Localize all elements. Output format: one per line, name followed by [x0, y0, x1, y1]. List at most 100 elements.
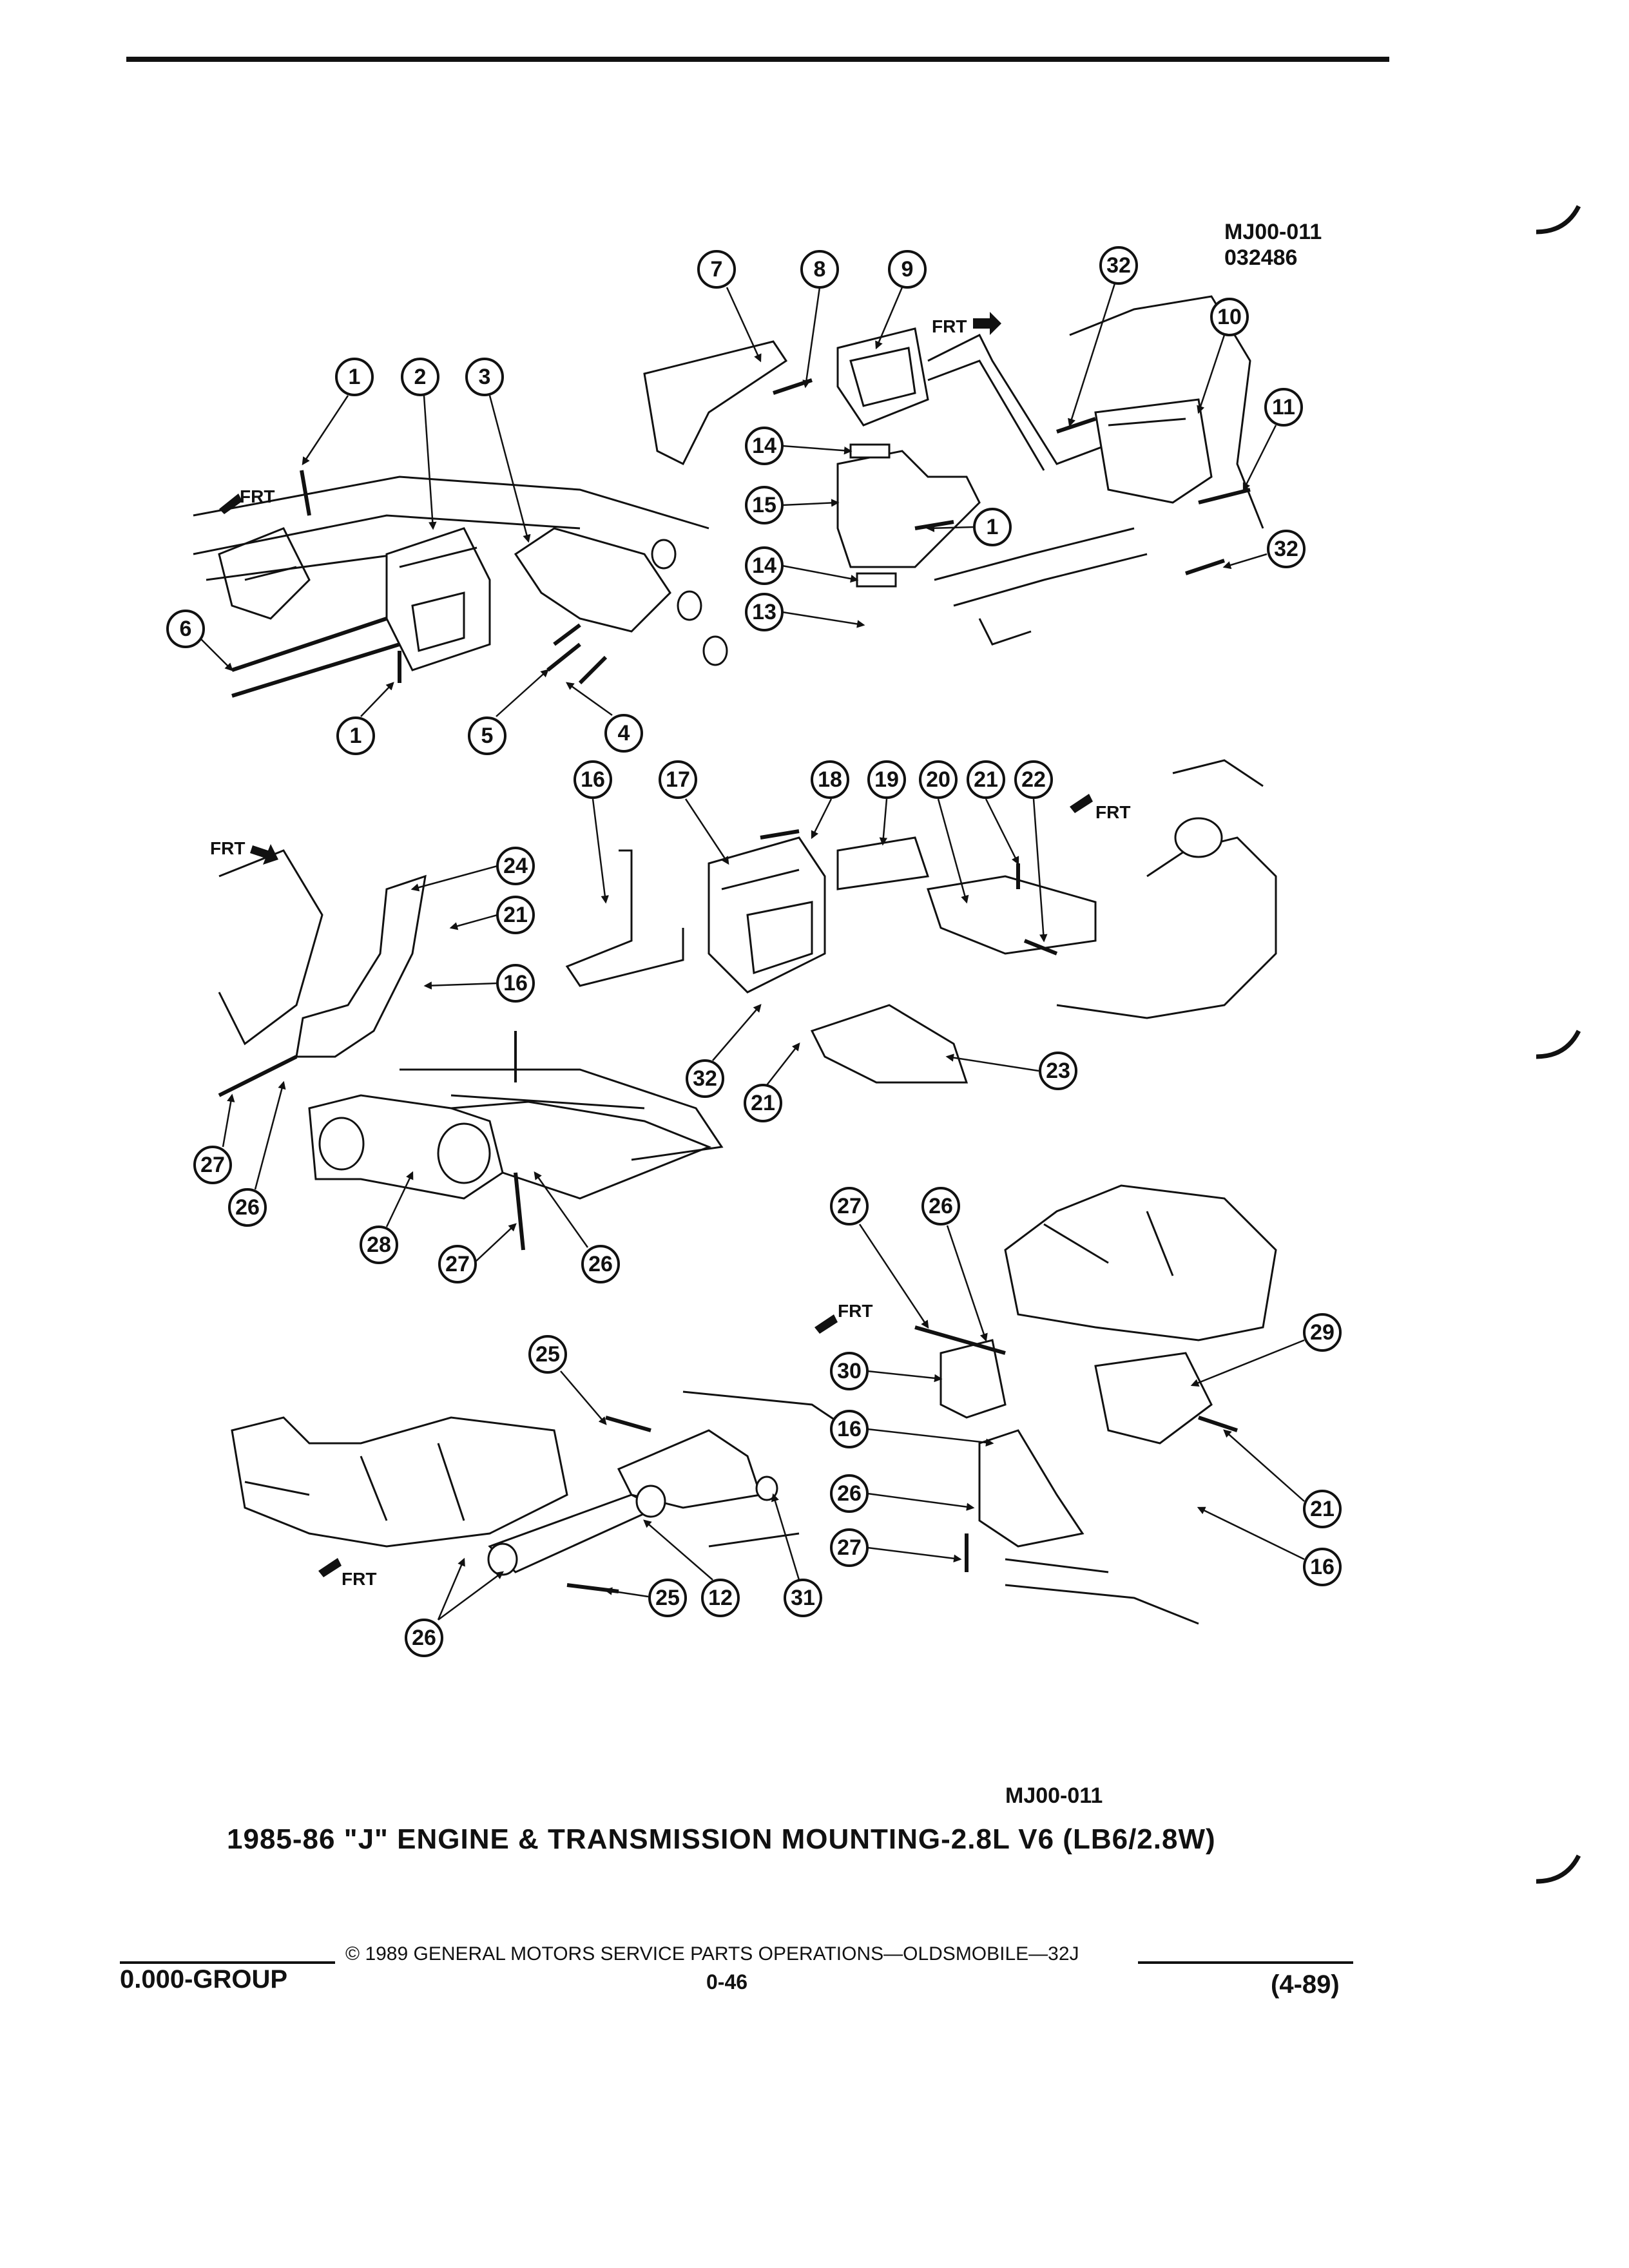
bushing	[635, 1485, 666, 1518]
svg-text:4: 4	[618, 721, 630, 745]
frt-arrow: FRT	[1070, 794, 1130, 822]
callout-21: 21	[1303, 1490, 1342, 1528]
engine-bracket	[1094, 398, 1213, 504]
callout-26: 26	[581, 1245, 620, 1283]
callout-27: 27	[438, 1245, 477, 1283]
svg-text:17: 17	[666, 767, 690, 792]
callout-32: 32	[686, 1059, 724, 1098]
callout-27: 27	[830, 1528, 869, 1567]
callout-16: 16	[1303, 1548, 1342, 1586]
bushing	[702, 635, 728, 666]
callout-27: 27	[193, 1146, 232, 1184]
bolt	[1056, 417, 1096, 434]
callout-21: 21	[744, 1084, 782, 1122]
callout-21: 21	[496, 896, 535, 934]
footer-copyright: © 1989 GENERAL MOTORS SERVICE PARTS OPER…	[345, 1943, 1079, 1965]
bolt	[1198, 1416, 1238, 1432]
callout-16: 16	[830, 1410, 869, 1448]
binding-mark	[1536, 1854, 1581, 1884]
panel-lower-right-mount	[914, 1184, 1277, 1625]
svg-text:27: 27	[837, 1535, 862, 1560]
svg-text:26: 26	[235, 1195, 260, 1220]
footer-rule-left	[120, 1961, 335, 1964]
callout-30: 30	[830, 1352, 869, 1390]
long-bolt	[914, 1325, 1006, 1355]
callout-7: 7	[697, 250, 736, 289]
frt-arrow: FRT	[815, 1301, 872, 1334]
svg-text:21: 21	[503, 903, 528, 927]
page-number: 0-46	[706, 1970, 748, 1994]
callout-20: 20	[919, 760, 958, 799]
frt-arrow: FRT	[219, 486, 275, 514]
top-rule	[126, 57, 1389, 62]
svg-text:27: 27	[837, 1194, 862, 1218]
callout-17: 17	[659, 760, 697, 799]
svg-text:25: 25	[535, 1342, 560, 1367]
frt-arrow: FRT	[932, 312, 1001, 336]
diagram-date-code: 032486	[1224, 245, 1298, 270]
svg-text:5: 5	[481, 724, 494, 748]
svg-text:23: 23	[1046, 1059, 1070, 1083]
callout-26: 26	[830, 1474, 869, 1513]
vertical-bolt	[514, 1172, 525, 1251]
through-bolt	[231, 642, 400, 698]
footer-date: (4-89)	[1271, 1970, 1340, 1999]
svg-text:20: 20	[926, 767, 950, 792]
callout-26: 26	[921, 1187, 960, 1225]
callout-9: 9	[888, 250, 927, 289]
svg-text:1: 1	[349, 365, 361, 389]
mount-bracket	[1094, 1352, 1213, 1445]
callout-25: 25	[648, 1579, 687, 1617]
svg-text:7: 7	[711, 257, 723, 282]
svg-text:16: 16	[581, 767, 605, 792]
svg-text:15: 15	[752, 493, 776, 517]
callout-29: 29	[1303, 1313, 1342, 1352]
svg-text:16: 16	[503, 971, 528, 995]
callout-19: 19	[867, 760, 906, 799]
callout-11: 11	[1264, 388, 1303, 427]
binding-mark	[1536, 205, 1581, 235]
callout-15: 15	[745, 486, 784, 524]
upper-cushion	[836, 327, 929, 427]
callout-23: 23	[1039, 1052, 1077, 1090]
svg-text:29: 29	[1310, 1320, 1335, 1345]
bushing	[318, 1117, 365, 1171]
strut-bracket	[643, 340, 788, 466]
transverse-bracket	[927, 875, 1097, 955]
svg-text:10: 10	[1217, 305, 1242, 329]
bolt	[1198, 488, 1251, 505]
callout-32: 32	[1267, 530, 1306, 568]
frt-arrow: FRT	[210, 838, 278, 865]
lower-bracket	[978, 1429, 1084, 1548]
bushing	[651, 539, 677, 570]
diagram-code: MJ00-011	[1224, 220, 1322, 244]
callout-1: 1	[336, 716, 375, 755]
bushing	[437, 1122, 491, 1184]
long-rod	[927, 333, 1161, 471]
binding-mark	[1536, 1030, 1581, 1059]
callout-16: 16	[574, 760, 612, 799]
svg-text:3: 3	[479, 365, 491, 389]
frt-label: FRT	[240, 486, 275, 506]
footer-rule-right	[1138, 1961, 1353, 1964]
frt-label: FRT	[210, 838, 245, 858]
dogbone	[308, 1094, 712, 1200]
callout-5: 5	[468, 716, 506, 755]
bolt	[553, 623, 581, 646]
svg-text:30: 30	[837, 1359, 862, 1383]
svg-text:32: 32	[1274, 537, 1298, 561]
stud	[300, 470, 311, 516]
diagram-code-block: MJ00-011 032486	[1224, 219, 1322, 271]
mount-body	[708, 836, 826, 994]
svg-text:1: 1	[350, 724, 362, 748]
svg-text:9: 9	[901, 257, 914, 282]
svg-text:11: 11	[1272, 395, 1295, 419]
arm-bracket	[836, 836, 929, 890]
chassis-lines	[934, 527, 1148, 646]
mount-bracket-right	[514, 527, 671, 633]
bolt	[578, 655, 608, 685]
callout-8: 8	[800, 250, 839, 289]
frt-label: FRT	[1095, 802, 1130, 822]
panel-front-mount	[193, 470, 728, 698]
